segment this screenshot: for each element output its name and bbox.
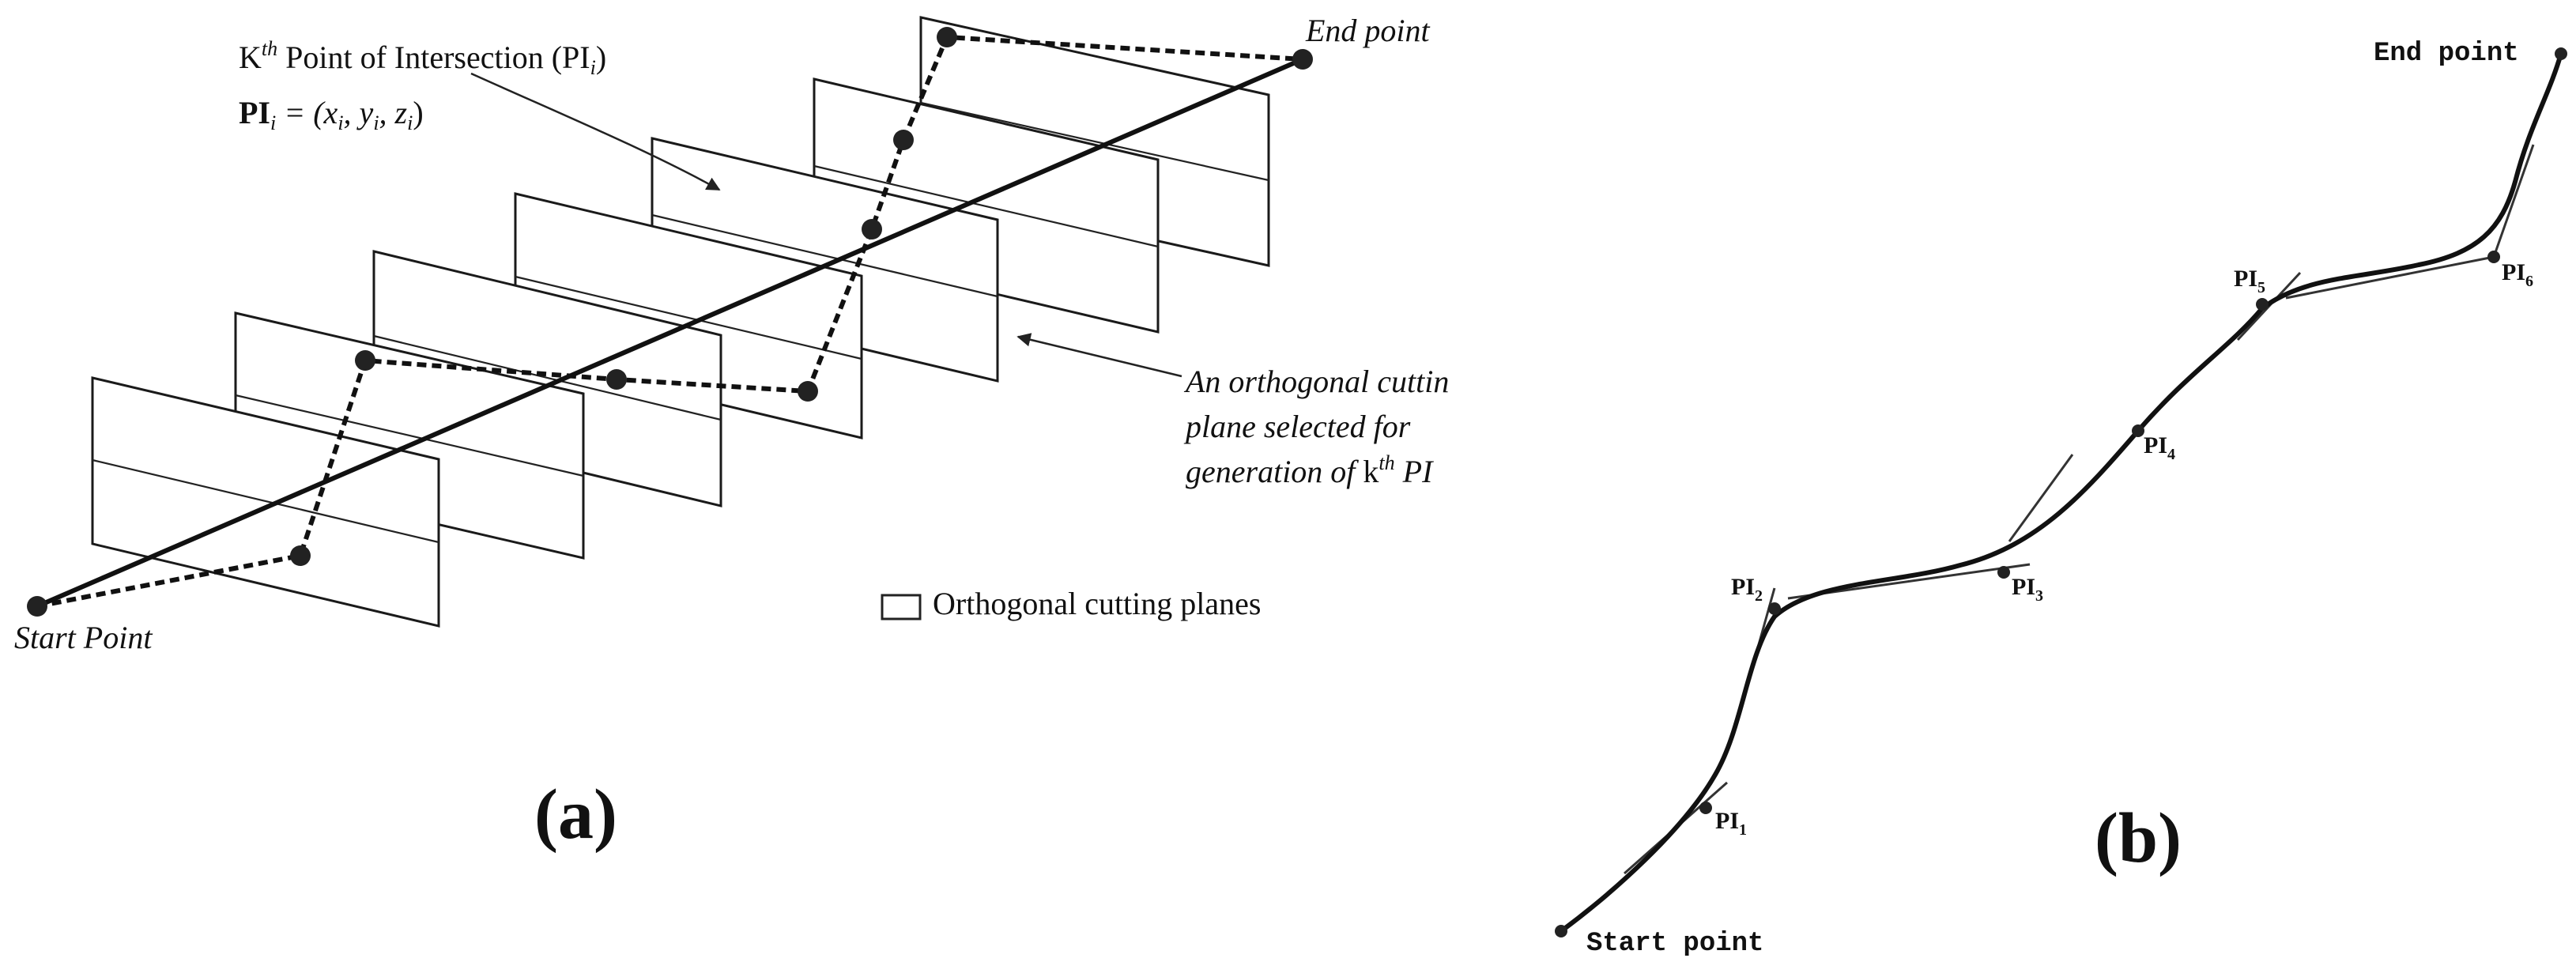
panel-a: Kth Point of Intersection (PIi) PIi = (x… — [14, 13, 1457, 854]
alignment-curve — [1560, 53, 2563, 934]
kth-pi-title: Kth Point of Intersection (PIi) — [239, 37, 606, 79]
pi-label-3: PI3 — [2012, 574, 2043, 605]
plane-annotation-line3: generation of kth PI — [1186, 451, 1434, 489]
pi-label-5: PI5 — [2234, 266, 2265, 296]
tangent-line — [2008, 454, 2074, 542]
pi-label-1: PI1 — [1715, 808, 1747, 839]
pi-dot — [937, 27, 957, 47]
pi-label-4: PI4 — [2144, 432, 2175, 463]
pi-dot — [290, 545, 311, 566]
panel-a-caption: (a) — [534, 775, 617, 854]
legend-label: Orthogonal cutting planes — [933, 586, 1261, 621]
plane-annotation: An orthogonal cuttin plane selected for — [1183, 364, 1457, 444]
pi-dot — [2487, 251, 2500, 263]
pi-dot — [862, 219, 882, 240]
start-point-label-b: Start point — [1586, 929, 1763, 959]
start-point-label: Start Point — [14, 620, 153, 655]
pi-dot — [355, 350, 375, 371]
pi-label-2: PI2 — [1731, 574, 1763, 605]
pi-dot — [2256, 298, 2269, 311]
pi-dot — [798, 381, 818, 402]
pi-leader-arrow — [470, 72, 721, 191]
plane-leader-arrow — [1016, 333, 1182, 378]
pi-dot — [2132, 424, 2144, 437]
end-point-label: End point — [1305, 13, 1431, 48]
end-point-dot — [2555, 47, 2567, 60]
pi-dot — [606, 369, 627, 390]
start-end-line — [36, 57, 1304, 609]
start-point-dot — [27, 596, 47, 617]
panel-b-caption: (b) — [2095, 799, 2182, 877]
pi-dot — [893, 130, 914, 150]
legend-swatch — [881, 594, 922, 621]
pi-dot — [1997, 566, 2010, 579]
pi-dot — [1699, 802, 1712, 814]
end-point-dot — [1292, 49, 1313, 70]
pi-formula: PIi = (xi, yi, zi) — [239, 95, 424, 134]
tangent-line — [2285, 255, 2495, 300]
tangent-line — [2492, 144, 2535, 258]
cutting-plane-1 — [91, 376, 440, 628]
panel-b: End point Start point PI1 PI2 PI3 PI4 PI… — [1555, 39, 2567, 959]
end-point-label-b: End point — [2374, 39, 2519, 69]
pi-dot — [1768, 602, 1781, 615]
pi-label-6: PI6 — [2502, 259, 2533, 290]
start-point-dot — [1555, 925, 1567, 937]
